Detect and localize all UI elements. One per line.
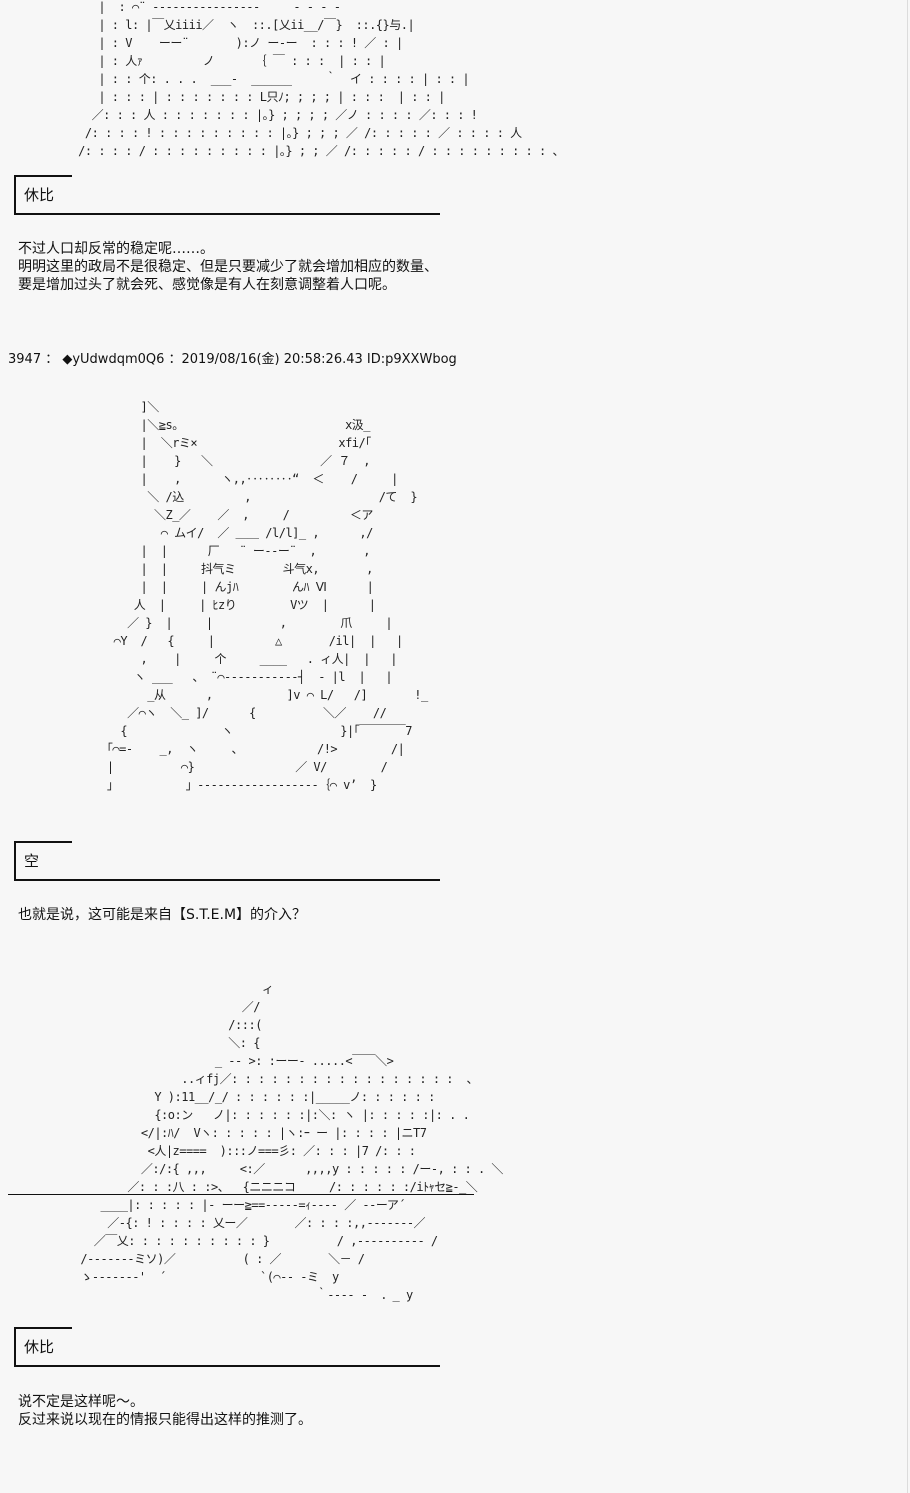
- ascii-art-top: | : ⌒¨ ‐‐‐‐‐‐‐‐‐‐‐‐‐‐‐‐ ‐ ‐ ‐ ‐ | : l: |…: [78, 0, 564, 158]
- ground-line: [8, 1194, 474, 1195]
- post-header: 3947 ： ◆yUdwdqm0Q6 ：2019/08/16(金) 20:58:…: [8, 352, 457, 367]
- speaker-name: 休比: [24, 1338, 55, 1356]
- speaker-name: 休比: [24, 186, 55, 204]
- speaker-label-1: 休比: [14, 175, 440, 215]
- speaker-name: 空: [24, 852, 40, 870]
- speaker-label-3: 休比: [14, 1327, 440, 1367]
- ascii-art-cat: ]＼ |＼≧s。 x汲_ | ＼rミ× xfi/｢ | } ＼ ／ ７ , | …: [106, 400, 428, 792]
- ascii-art-sprite: ィ ／/ /:::( ＼: { _ -‐ >: :ーー- .....<￣￣＼> …: [80, 982, 503, 1302]
- dialogue-2: 也就是说，这可能是来自【S.T.E.M】的介入？: [18, 907, 307, 923]
- dialogue-3: 说不定是这样呢～。 反过来说以现在的情报只能得出这样的推测了。: [18, 1394, 312, 1428]
- speaker-label-2: 空: [14, 841, 440, 881]
- dialogue-1: 不过人口却反常的稳定呢……。 明明这里的政局不是很稳定、但是只要减少了就会增加相…: [18, 241, 438, 293]
- page-edge: [907, 0, 908, 1493]
